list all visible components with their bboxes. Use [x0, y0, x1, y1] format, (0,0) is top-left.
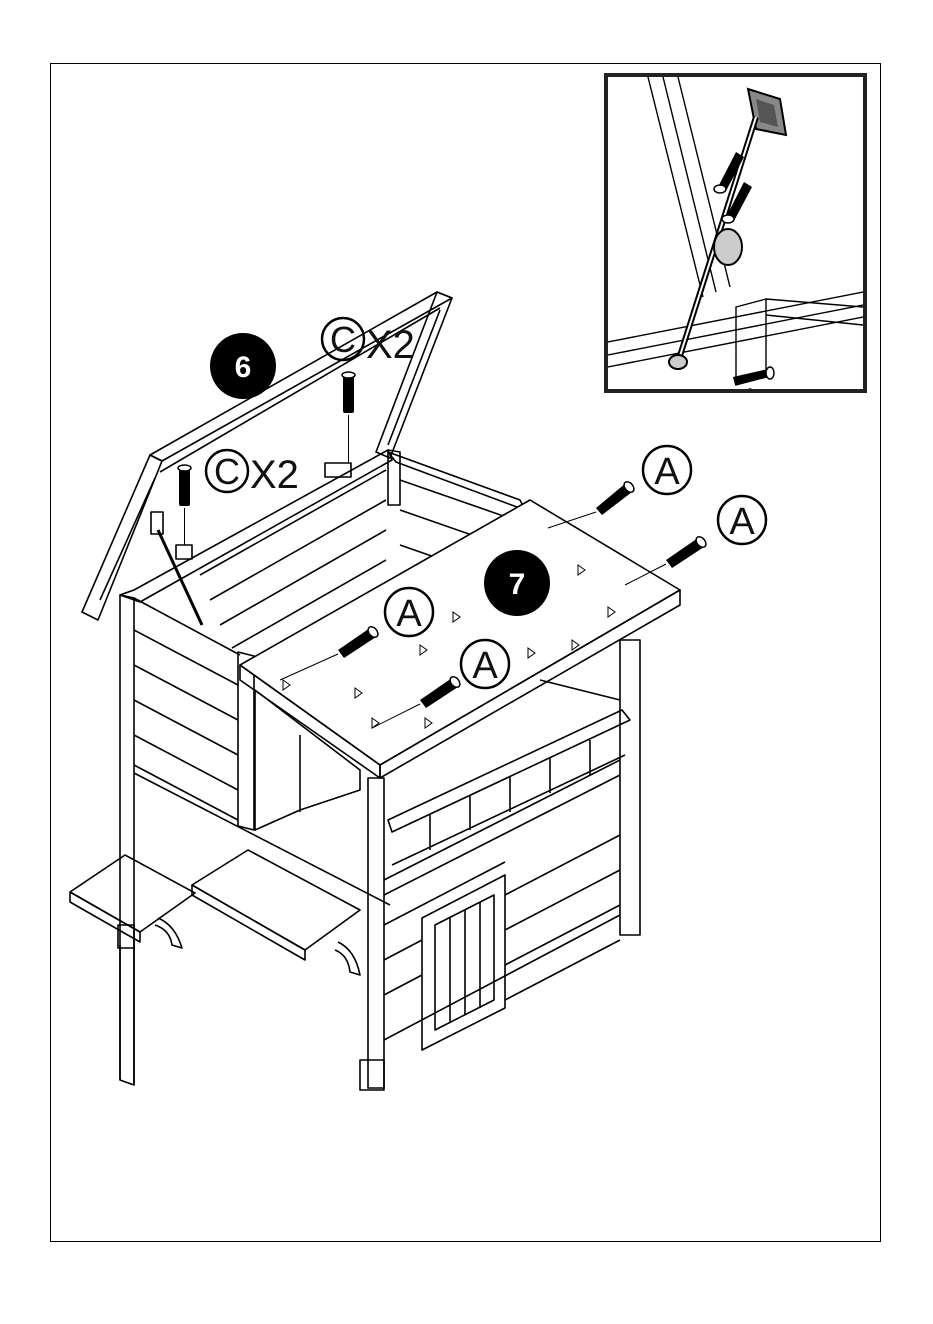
callout-c-top-letter: C: [330, 319, 356, 360]
callout-a-2-letter: A: [729, 501, 755, 543]
screw-c-top: [342, 372, 355, 463]
callout-c-left-qty: X2: [250, 453, 299, 497]
side-platform-right: [192, 850, 360, 975]
callout-c-left-letter: C: [214, 451, 240, 492]
hinge-detail-drawing: [608, 77, 863, 389]
detail-screws: [713, 152, 774, 389]
callout-a-4-letter: A: [472, 645, 498, 687]
callout-c-top: C X2: [322, 318, 415, 367]
step-7-number: 7: [509, 568, 526, 601]
step-6-badge: 6: [210, 333, 276, 399]
callout-a-1: A: [643, 446, 691, 494]
step-7-badge: 7: [484, 550, 550, 616]
callout-c-top-qty: X2: [366, 323, 415, 367]
callout-a-2: A: [718, 496, 766, 544]
callout-a-1-letter: A: [654, 451, 680, 493]
hinge-detail-inset: [604, 73, 867, 393]
callout-c-left: C X2: [206, 450, 299, 497]
roof-panel: [240, 500, 680, 778]
house-legs: [118, 925, 384, 1090]
screw-c-left: [178, 465, 191, 545]
callout-a-3-letter: A: [396, 593, 422, 635]
hinge-right: [325, 463, 351, 477]
side-platform-left: [70, 855, 195, 948]
front-door: [422, 875, 505, 1050]
step-6-number: 6: [235, 351, 252, 384]
hinge-left: [151, 512, 192, 559]
